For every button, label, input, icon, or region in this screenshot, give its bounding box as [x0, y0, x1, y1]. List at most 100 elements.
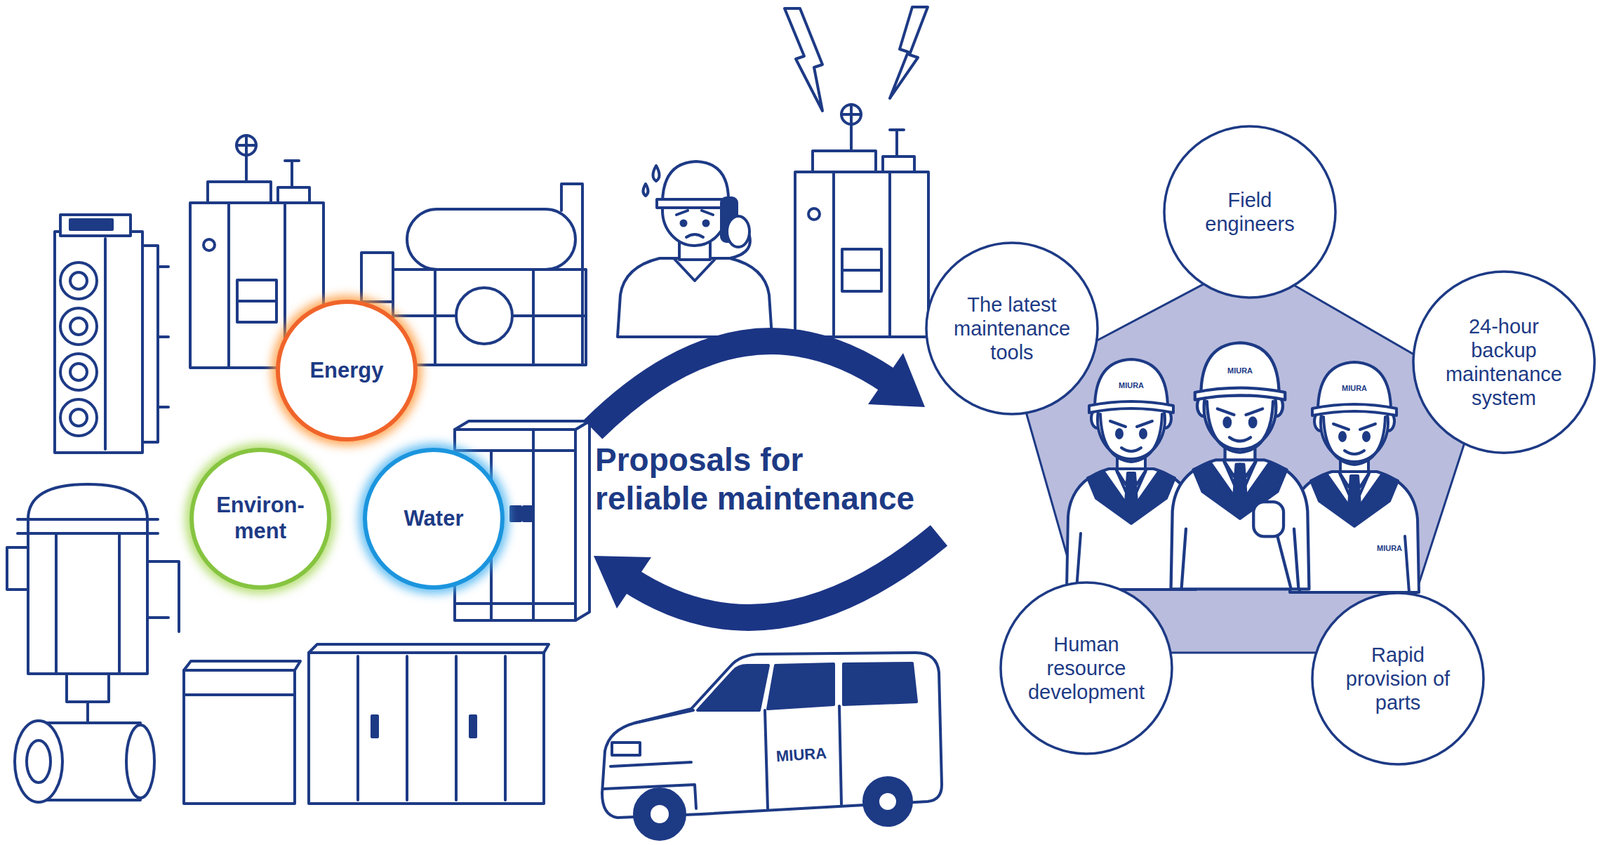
long-unit	[470, 715, 476, 737]
node-text: Field engineers	[1183, 188, 1317, 236]
water-unit	[575, 421, 590, 621]
worried-operator	[673, 258, 716, 281]
small-unit	[183, 670, 295, 804]
alarm-bolt	[784, 8, 823, 111]
chest-logo: MIURA	[1376, 543, 1403, 553]
cabinet-unit	[60, 353, 97, 391]
environment-unit	[26, 740, 51, 783]
strength-circle: Rapid provision of parts	[1310, 591, 1485, 766]
engineer-fist	[1253, 501, 1292, 589]
long-unit	[308, 652, 544, 804]
energy-circle: Energy	[275, 298, 419, 443]
helmet-logo: MIURA	[1227, 366, 1253, 376]
service-van	[843, 663, 917, 705]
worried-operator	[676, 210, 713, 215]
circle-outline	[1162, 124, 1337, 299]
circle-outline	[1411, 270, 1596, 455]
worried-operator	[643, 183, 649, 196]
tank-unit	[456, 287, 513, 344]
worried-operator	[653, 165, 660, 182]
cabinet-unit	[70, 363, 88, 381]
cabinet-unit	[70, 409, 88, 426]
circle-ring	[1413, 271, 1595, 453]
node-text: Environ- ment	[207, 492, 313, 544]
field-engineer-figure	[1171, 342, 1310, 589]
environment-unit	[147, 561, 179, 632]
worried-operator	[703, 221, 709, 226]
environment-circle: Environ- ment	[188, 447, 332, 591]
cabinet-unit	[70, 219, 113, 230]
cabinet-unit	[103, 238, 107, 450]
node-text: Water	[404, 505, 464, 532]
circle-ring	[364, 449, 503, 588]
environment-unit	[7, 547, 29, 590]
worried-operator	[617, 258, 772, 337]
worried-operator	[727, 216, 750, 248]
long-unit	[371, 715, 378, 737]
engineer-fist	[1253, 501, 1284, 537]
cycle-arrow	[628, 535, 939, 618]
environment-unit	[86, 701, 90, 723]
engineer-fist	[1277, 536, 1292, 589]
cabinet-unit	[60, 214, 131, 236]
environment-unit	[28, 519, 148, 674]
cabinet-unit	[60, 308, 97, 345]
circle-ring	[277, 301, 416, 440]
service-van	[634, 788, 685, 840]
arrow-head	[593, 555, 652, 609]
long-unit	[357, 656, 506, 800]
cabinet-unit	[157, 266, 169, 408]
circle-ring	[1312, 592, 1484, 765]
small-unit	[183, 661, 301, 804]
environment-unit	[17, 519, 158, 674]
worried-operator	[681, 221, 687, 226]
circle-ring	[926, 242, 1098, 415]
worried-operator	[662, 161, 729, 204]
equipment-drawings	[7, 7, 942, 840]
helmet-logo: MIURA	[1341, 383, 1368, 393]
tank-unit	[392, 269, 586, 365]
cabinet-unit	[60, 399, 97, 436]
tank-unit	[361, 252, 393, 302]
helmet-logo: MIURA	[1118, 381, 1144, 391]
node-text: 24-hour backup maintenance system	[1437, 314, 1571, 411]
environment-unit	[126, 724, 155, 798]
service-van	[863, 777, 912, 826]
alarm-bolt	[889, 7, 928, 99]
cycle-arrows	[592, 341, 939, 618]
node-text: Human resource development	[1019, 632, 1153, 705]
tank-unit	[407, 209, 576, 270]
cabinet-unit	[54, 231, 143, 453]
node-text: Energy	[309, 357, 384, 384]
water-circle: Water	[362, 447, 506, 591]
boiler-unit	[795, 104, 929, 337]
circle-glow	[364, 449, 503, 588]
cycle-arrow	[592, 341, 892, 430]
service-van	[611, 742, 640, 756]
strength-circle: Human resource development	[999, 581, 1174, 756]
water-unit	[523, 506, 534, 521]
environment-unit	[7, 484, 179, 803]
node-text: The latest maintenance tools	[945, 292, 1079, 365]
strength-circle: Field engineers	[1162, 124, 1337, 299]
strength-circle: The latest maintenance tools	[924, 241, 1099, 416]
water-unit	[510, 506, 521, 521]
environment-unit	[14, 720, 63, 803]
center-caption: Proposals for reliable maintenance	[595, 440, 989, 518]
long-unit	[308, 644, 549, 804]
tank-unit	[392, 269, 586, 365]
node-text: Rapid provision of parts	[1331, 642, 1465, 716]
environment-unit	[66, 673, 109, 702]
service-van	[635, 710, 694, 723]
service-van	[764, 705, 842, 809]
strength-circle: 24-hour backup maintenance system	[1411, 270, 1596, 455]
small-unit	[183, 693, 295, 697]
circle-ring	[1000, 582, 1172, 754]
environment-unit	[28, 484, 148, 520]
cabinet-unit	[54, 214, 169, 453]
cabinet-unit	[60, 262, 97, 299]
service-van	[697, 665, 769, 711]
